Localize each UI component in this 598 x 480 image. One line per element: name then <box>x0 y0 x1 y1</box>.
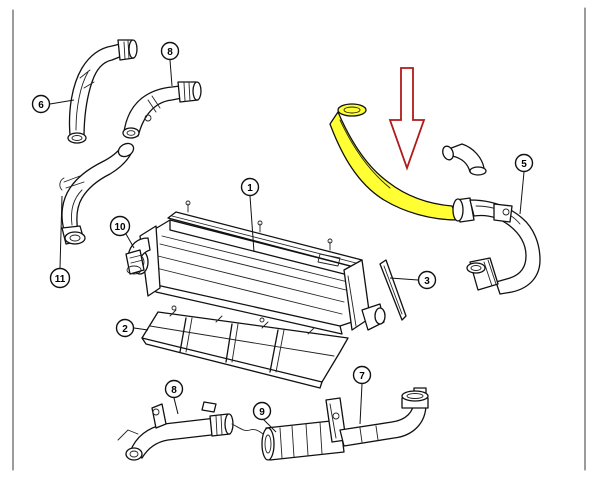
callouts: 1 2 3 5 6 7 8 8 <box>31 41 534 421</box>
callout-3-number: 3 <box>424 276 430 287</box>
part-2-deflector <box>141 305 349 389</box>
callout-5-number: 5 <box>521 159 527 170</box>
part-9-7-assembly <box>261 387 429 461</box>
callout-6: 6 <box>31 94 51 114</box>
callout-8-top-number: 8 <box>167 47 173 58</box>
part-8-top-tube <box>122 81 202 139</box>
leader-lines <box>49 59 525 433</box>
small-elbow <box>442 143 487 176</box>
callout-8-bottom-number: 8 <box>171 385 177 396</box>
part-1-intercooler <box>131 200 386 335</box>
callout-8-bottom: 8 <box>164 379 184 399</box>
callout-2: 2 <box>115 318 135 338</box>
indicator-arrow <box>388 67 426 171</box>
part-10-sensor <box>125 237 151 275</box>
callout-7: 7 <box>352 365 372 385</box>
callout-7-number: 7 <box>359 371 365 382</box>
part-11-hose <box>59 142 135 245</box>
callout-8-top: 8 <box>160 41 180 61</box>
callout-6-number: 6 <box>38 100 44 111</box>
callout-3: 3 <box>417 270 437 290</box>
callout-9: 9 <box>252 401 272 421</box>
callout-11-number: 11 <box>55 274 66 285</box>
callout-5: 5 <box>514 153 534 173</box>
part-8-bottom-tube <box>117 401 267 461</box>
frame-edges <box>12 7 586 471</box>
callout-1: 1 <box>240 177 260 197</box>
part-3-bracket <box>379 259 407 321</box>
callout-11: 11 <box>49 267 71 289</box>
highlighted-hose <box>329 103 459 221</box>
part-6-hose <box>67 39 138 144</box>
callout-10-number: 10 <box>114 222 126 233</box>
callout-9-number: 9 <box>259 407 265 418</box>
callout-2-number: 2 <box>122 324 128 335</box>
part-5-hose <box>452 197 541 295</box>
callout-10: 10 <box>109 215 131 237</box>
callout-1-number: 1 <box>247 183 253 194</box>
